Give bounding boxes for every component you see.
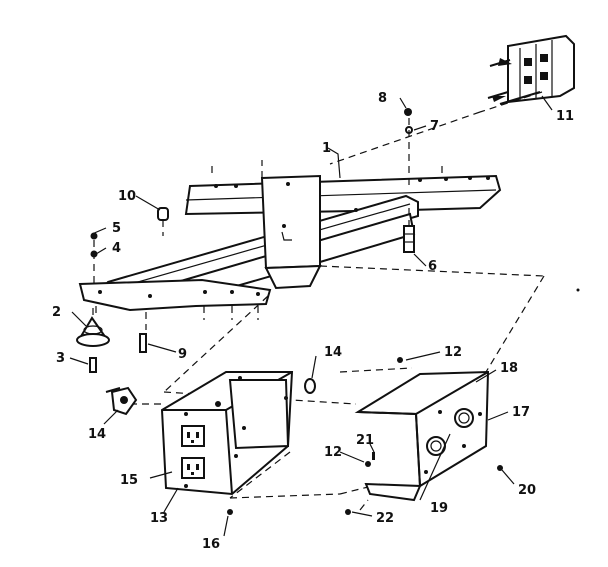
bolt-part-3 — [89, 357, 97, 373]
callout-5: 5 — [112, 221, 121, 236]
callout-4: 4 — [112, 241, 121, 256]
leader-lines — [69, 95, 553, 537]
callout-9: 9 — [178, 347, 187, 362]
stud-stack-parts — [403, 108, 415, 253]
screw-part-16 — [227, 509, 233, 515]
pin-part-21 — [372, 452, 375, 460]
screw-part-20 — [497, 465, 503, 471]
mounting-frame — [78, 174, 502, 312]
grommet-part-2 — [76, 316, 110, 347]
screw-part-12-top — [397, 357, 403, 363]
callout-1: 1 — [322, 141, 331, 156]
relay-block-part — [487, 34, 575, 105]
screw-part-22 — [345, 509, 351, 515]
screw-part-9 — [139, 333, 147, 353]
screw-part-12-bottom — [365, 461, 371, 467]
callout-11: 11 — [556, 109, 574, 124]
callout-16: 16 — [202, 537, 220, 552]
callout-12-top: 12 — [444, 345, 462, 360]
callout-10: 10 — [118, 189, 136, 204]
callout-labels: 1 2 3 4 5 6 7 8 9 10 11 12 12 13 14 14 1… — [52, 91, 574, 552]
callout-8: 8 — [378, 91, 387, 106]
callout-13: 13 — [150, 511, 168, 526]
callout-14-left: 14 — [88, 427, 106, 442]
grommet-part-14 — [304, 378, 316, 394]
frame-dash-lines — [95, 160, 443, 330]
callout-12-bottom: 12 — [324, 445, 342, 460]
callout-14-top: 14 — [324, 345, 342, 360]
callout-6: 6 — [428, 259, 437, 274]
callout-22: 22 — [376, 511, 394, 526]
callout-7: 7 — [430, 119, 439, 134]
callout-21: 21 — [356, 433, 374, 448]
callout-20: 20 — [518, 483, 536, 498]
callout-17: 17 — [512, 405, 530, 420]
spacer-part-10 — [157, 207, 169, 236]
switch-box-part-17 — [354, 370, 490, 502]
callout-18: 18 — [500, 361, 518, 376]
outlet-box-part-13 — [160, 371, 294, 496]
strain-relief-part-14 — [105, 386, 138, 416]
callout-19: 19 — [430, 501, 448, 516]
callout-3: 3 — [56, 351, 65, 366]
callout-15: 15 — [120, 473, 138, 488]
callout-2: 2 — [52, 305, 61, 320]
